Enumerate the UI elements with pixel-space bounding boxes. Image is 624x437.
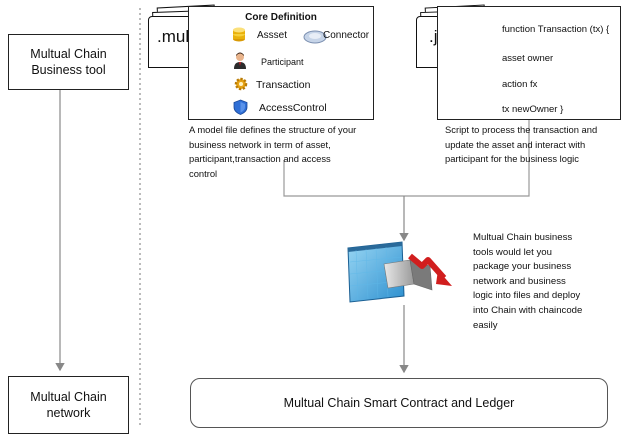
model-description-line: control — [189, 167, 218, 179]
packaging-note-line: network and business — [473, 275, 566, 287]
participant-label: Participant — [261, 57, 304, 67]
model-file-box: Core Definition Assset Connector Partici… — [188, 6, 374, 120]
model-description: A model file defines the structure of yo… — [189, 123, 389, 181]
asset-label: Assset — [257, 30, 288, 41]
merge-connector — [283, 120, 530, 197]
script-description-line: update the asset and interact with — [445, 138, 586, 150]
packaging-note-line: logic into files and deploy — [473, 290, 581, 302]
ledger-label: Multual Chain Smart Contract and Ledger — [283, 396, 515, 410]
transaction-label: Transaction — [256, 79, 311, 91]
access-control-label: AccessControl — [259, 102, 327, 114]
packaging-note-line: Multual Chain business — [473, 232, 573, 243]
script-description-line: participant for the business logic — [445, 153, 579, 164]
core-definition-title: Core Definition — [245, 12, 317, 23]
coins-icon — [232, 26, 246, 47]
gear-icon — [233, 76, 249, 97]
new-owner-line: tx newOwner } — [502, 104, 564, 115]
packaging-note-line: package your business — [473, 261, 572, 273]
packaging-note-line: easily — [473, 319, 498, 331]
packaging-note-line: tools would let you — [473, 246, 552, 258]
package-deploy-illustration — [344, 240, 460, 311]
shield-icon — [233, 99, 248, 120]
function-line: function Transaction (tx) { — [502, 24, 610, 35]
mul-tab-label: .mul — [157, 27, 190, 46]
script-description-line: Script to process the transaction and — [445, 124, 598, 135]
action-line: action fx — [502, 79, 538, 90]
network-label: Multual Chain network — [30, 390, 107, 420]
person-icon — [233, 52, 247, 74]
network-box: Multual Chain network — [8, 376, 129, 434]
model-description-line: participant,transaction and access — [189, 153, 331, 164]
packaging-note: Multual Chain business tools would let y… — [473, 231, 623, 333]
business-tool-box: Multual Chain Business tool — [8, 34, 129, 90]
packaging-note-line: into Chain with chaincode — [473, 304, 583, 316]
script-description: Script to process the transaction and up… — [445, 123, 621, 167]
model-description-line: A model file defines the structure of yo… — [189, 124, 357, 135]
ledger-box: Multual Chain Smart Contract and Ledger — [190, 378, 608, 428]
script-file-box: function Transaction (tx) { asset owner … — [437, 6, 621, 120]
cloud-icon — [303, 28, 327, 49]
asset-owner-line: asset owner — [502, 53, 554, 64]
business-tool-label: Multual Chain Business tool — [30, 47, 107, 77]
model-description-line: business network in term of asset, — [189, 138, 331, 150]
connector-label: Connector — [323, 30, 370, 41]
